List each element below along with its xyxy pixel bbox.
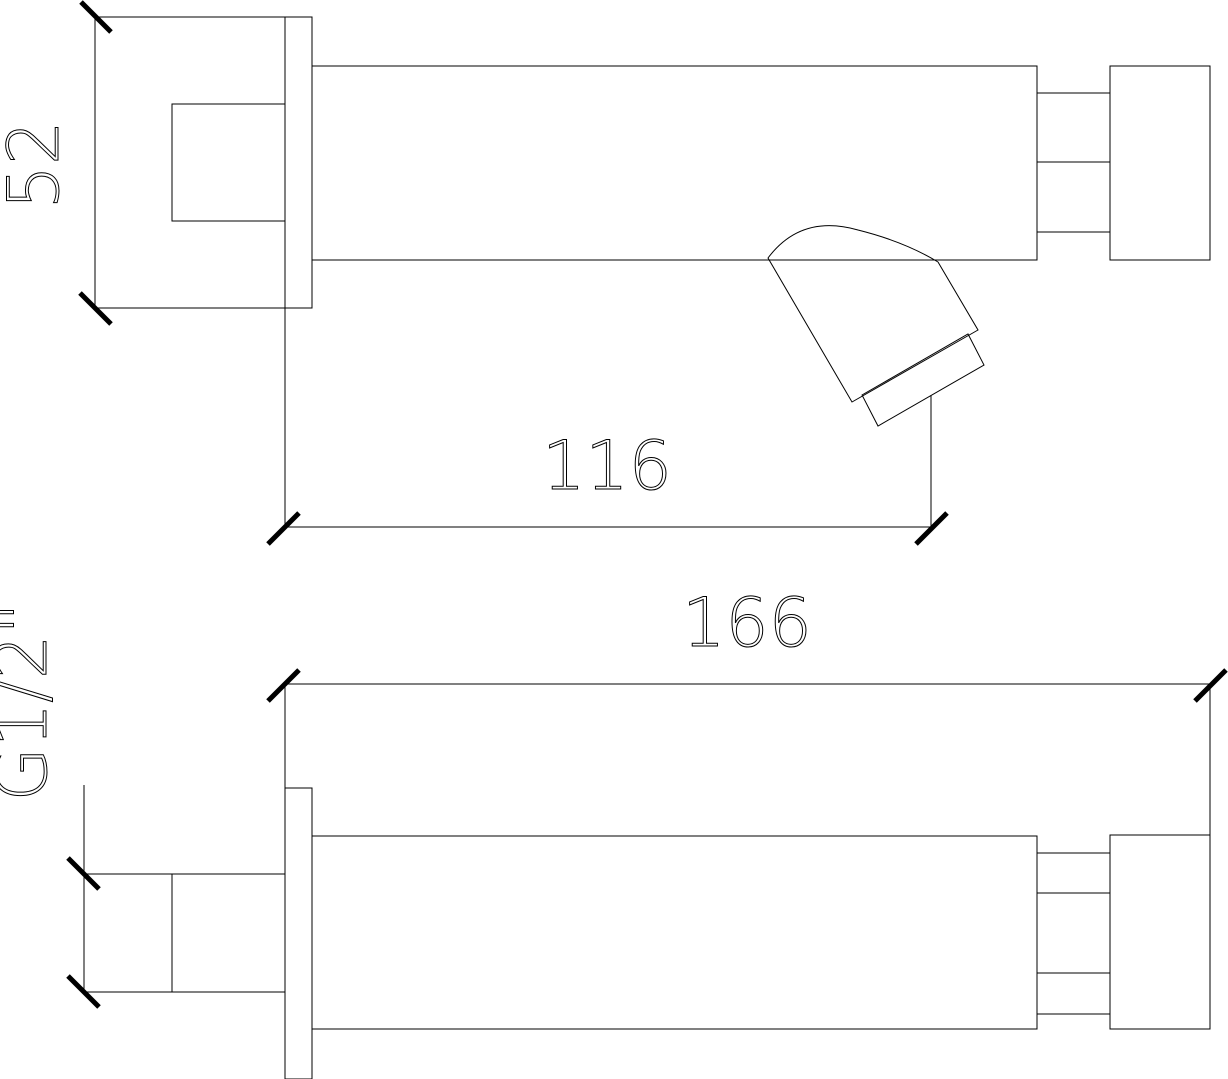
bottom-view: 166 G1/2" <box>0 584 1228 1079</box>
top-aerator <box>861 333 985 427</box>
bottom-connector <box>1036 852 1111 1015</box>
top-mount-inner-square <box>171 103 286 222</box>
dim-height-label: 52 <box>0 120 75 209</box>
dim-reach-tick-right <box>914 511 949 546</box>
dim-length-label: 166 <box>682 584 812 663</box>
bottom-push-button <box>1109 834 1211 1030</box>
dim-height-tick-top <box>79 0 113 34</box>
dim-thread-label: G1/2" <box>0 602 63 801</box>
top-push-button <box>1109 65 1211 261</box>
bottom-thread-stub <box>171 873 286 993</box>
top-flange-plate <box>284 16 313 309</box>
dim-height-tick-bottom <box>78 291 113 326</box>
top-view: 52 116 <box>0 0 1211 546</box>
dim-thread-tick-top <box>66 856 101 891</box>
top-spout-outline <box>767 225 979 403</box>
dim-length-tick-right <box>1193 668 1228 703</box>
top-mount-block <box>94 16 286 309</box>
top-main-body <box>311 65 1038 261</box>
dim-thread-tick-bottom <box>66 974 101 1009</box>
bottom-flange-plate <box>284 787 313 1079</box>
dim-reach-tick-left <box>266 511 301 546</box>
bottom-main-body <box>311 835 1038 1030</box>
dim-length-tick-left <box>266 668 301 703</box>
dim-reach-label: 116 <box>542 427 672 506</box>
